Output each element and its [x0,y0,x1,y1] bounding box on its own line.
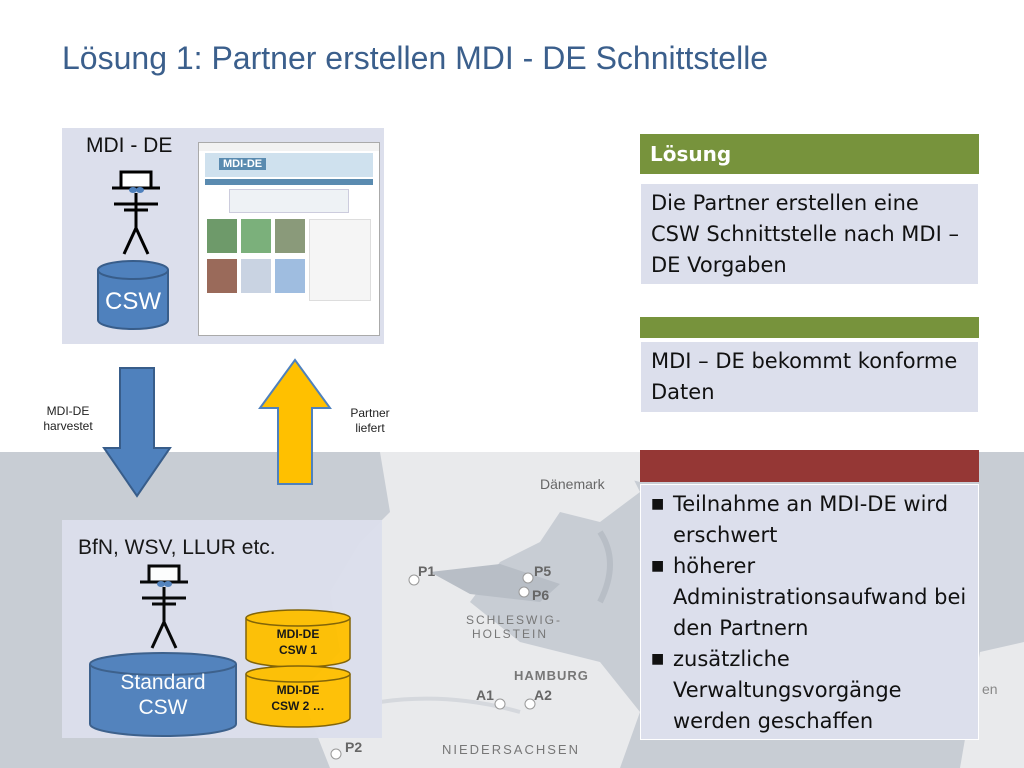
person-icon [112,170,160,255]
con-item1-line1: Teilnahme an MDI-DE wird [673,492,949,516]
pro-line2: Daten [651,380,715,404]
delivers-label: Partner liefert [330,406,410,436]
con-body: ■ Teilnahme an MDI-DE wird erschwert ■ h… [640,484,979,740]
csw-database-icon [97,260,169,330]
partner-person-icon [140,564,188,649]
up-arrow [258,358,332,485]
map-label-en: en [982,681,998,697]
csw1-line1: MDI-DE [276,627,320,641]
mdi-de-csw2-label: MDI-DE CSW 2 … [244,682,352,714]
con-list: ■ Teilnahme an MDI-DE wird erschwert ■ h… [651,489,968,737]
square-bullet-icon: ■ [651,651,665,667]
pro-body: MDI – DE bekommt konforme Daten [640,341,979,413]
csw2-line1: MDI-DE [276,683,320,697]
map-label-p5: P5 [534,563,551,579]
csw-label: CSW [105,288,161,315]
partners-panel: BfN, WSV, LLUR etc. Standard CSW MDI-DE … [62,520,382,738]
map-label-a1: A1 [476,687,494,703]
map-label-holstein: HOLSTEIN [472,627,548,641]
pro-line1: MDI – DE bekommt konforme [651,349,958,373]
solution-line3: DE Vorgaben [651,253,787,277]
mdi-de-csw1-database-icon [245,609,351,668]
map-label-p2: P2 [345,739,362,755]
harvest-label: MDI-DE harvestet [28,404,108,434]
down-arrow [102,367,172,498]
portal-screenshot: MDI-DE [198,142,380,336]
map-label-p6: P6 [532,587,549,603]
map-label-hamburg: HAMBURG [514,668,589,683]
standard-csw-line1: Standard [120,671,206,694]
standard-csw-database-icon [89,652,237,737]
con-item: ■ höherer Administrationsaufwand bei den… [651,551,968,644]
con-item3-line2: Verwaltungsvorgänge [673,678,902,702]
delivers-label-line2: liefert [355,421,385,435]
con-item2-line2: Administrationsaufwand bei [673,585,967,609]
solution-body: Die Partner erstellen eine CSW Schnittst… [640,183,979,285]
con-item2-line3: den Partnern [673,616,809,640]
map-label-niedersachsen: NIEDERSACHSEN [442,742,580,757]
map-label-schleswig: SCHLESWIG- [466,613,562,627]
portal-logo: MDI-DE [219,158,267,170]
standard-csw-line2: CSW [138,696,188,719]
partners-label: BfN, WSV, LLUR etc. [78,536,276,559]
con-item1-line2: erschwert [673,523,778,547]
mdi-de-panel: MDI - DE CSW MDI-DE [62,128,384,344]
harvest-label-line1: MDI-DE [46,404,90,418]
slide-title: Lösung 1: Partner erstellen MDI - DE Sch… [62,40,769,76]
square-bullet-icon: ■ [651,558,665,574]
con-header-bar [640,450,979,482]
square-bullet-icon: ■ [651,496,665,512]
harvest-label-line2: harvestet [43,419,93,433]
map-label-daenemark: Dänemark [540,476,606,492]
con-item2-line1: höherer [673,554,756,578]
csw2-line2: CSW 2 … [271,699,325,713]
standard-csw-label: Standard CSW [88,670,238,720]
con-item3-line1: zusätzliche [673,647,790,671]
map-label-a2: A2 [534,687,552,703]
solution-line1: Die Partner erstellen eine [651,191,919,215]
mdi-de-label: MDI - DE [86,134,173,157]
con-item3-line3: werden geschaffen [673,709,874,733]
con-item: ■ zusätzliche Verwaltungsvorgänge werden… [651,644,968,737]
mdi-de-csw1-label: MDI-DE CSW 1 [244,626,352,658]
con-item: ■ Teilnahme an MDI-DE wird erschwert [651,489,968,551]
pro-header-bar [640,317,979,338]
csw1-line2: CSW 1 [278,643,317,657]
map-label-p1: P1 [418,563,435,579]
solution-line2: CSW Schnittstelle nach MDI – [651,222,959,246]
delivers-label-line1: Partner [350,406,390,420]
solution-header: Lösung [640,134,979,174]
mdi-de-csw2-database-icon [245,665,351,728]
